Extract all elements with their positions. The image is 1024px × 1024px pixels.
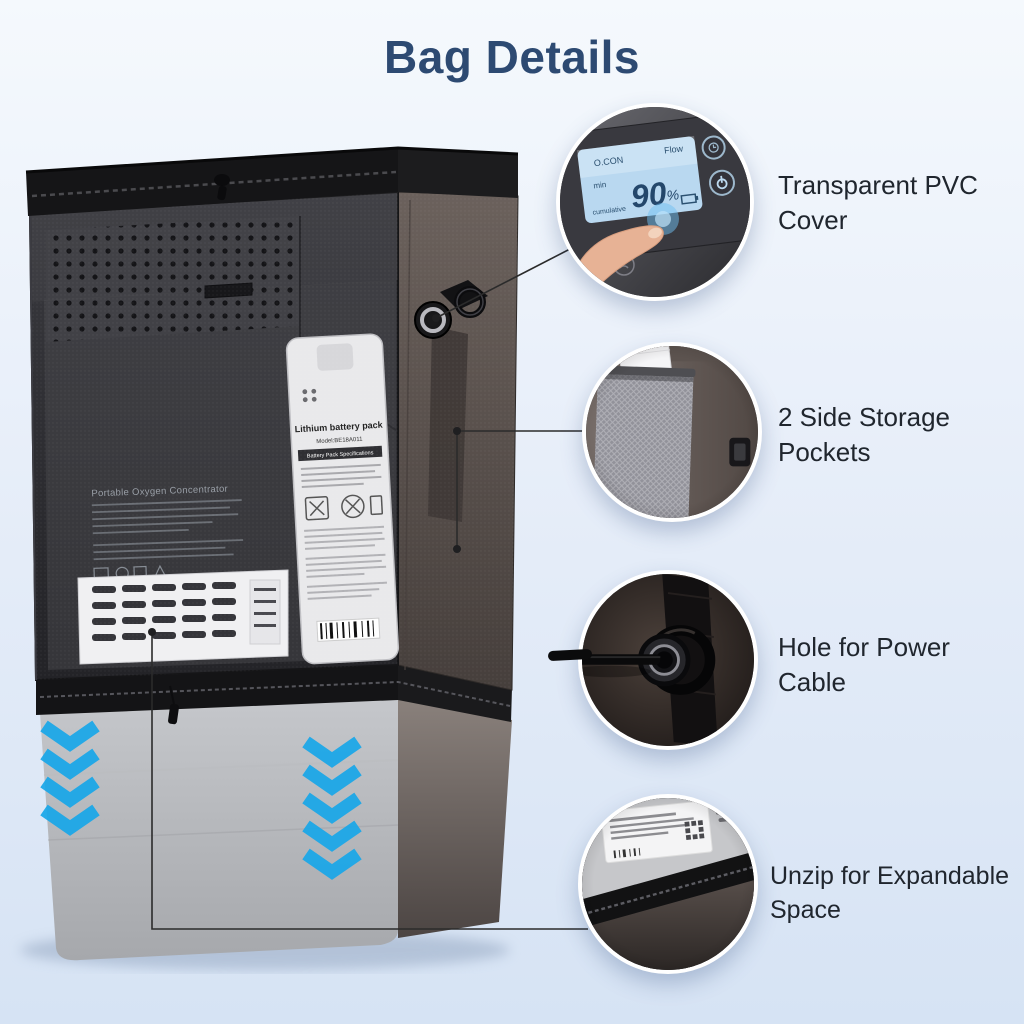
bag-bottom-expandable-section bbox=[40, 698, 512, 961]
lcd-min-label: min bbox=[593, 180, 607, 191]
lcd-mode-label: O.CON bbox=[593, 155, 624, 169]
lcd-oxygen-value: 90% bbox=[629, 173, 681, 215]
battery-icon bbox=[680, 193, 697, 205]
callout-photo-bottom-zipper bbox=[578, 794, 758, 974]
callout-label-pvc-cover: Transparent PVC Cover bbox=[778, 170, 978, 236]
top-zipper-band bbox=[25, 146, 519, 216]
power-cable-grommet bbox=[414, 301, 452, 339]
zipper-slider bbox=[214, 174, 230, 186]
lcd-screen bbox=[577, 136, 703, 224]
bag-side-panel bbox=[397, 191, 519, 691]
bag-product-photo: Lithium battery pack Model:BE18A011 Batt… bbox=[20, 146, 519, 970]
bag-front-pvc-window: Lithium battery pack Model:BE18A011 Batt… bbox=[28, 190, 400, 682]
lcd-cumulative-label: cumulative bbox=[592, 206, 626, 217]
callout-label-side-pockets: 2 Side Storage Pockets bbox=[778, 402, 951, 468]
page-title: Bag Details bbox=[383, 31, 641, 83]
callout-photo-pvc-cover: O.CON Flow min cumulative 90% bbox=[556, 103, 754, 301]
callout-photo-side-pocket bbox=[582, 342, 762, 522]
lcd-flow-label: Flow bbox=[664, 143, 685, 155]
callout-label-expandable: Unzip for Expandable Space bbox=[770, 862, 1010, 924]
power-cable bbox=[582, 654, 661, 665]
callout-photo-cable-grommet bbox=[578, 570, 758, 750]
callout-label-cable-hole: Hole for Power Cable bbox=[778, 632, 950, 698]
